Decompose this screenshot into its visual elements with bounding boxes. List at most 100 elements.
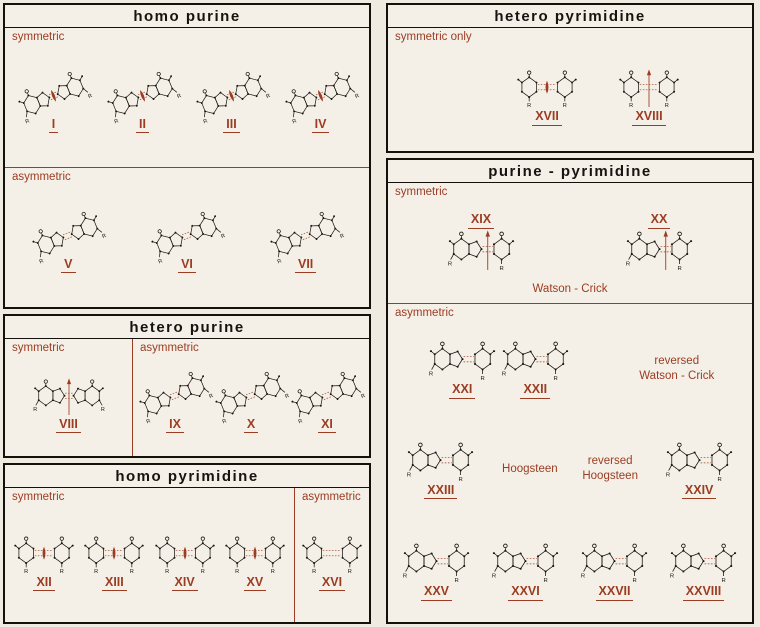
structure-numeral: XIV bbox=[171, 575, 198, 592]
base-pair-svg: RR bbox=[139, 371, 214, 425]
svg-text:R: R bbox=[492, 574, 496, 580]
svg-text:R: R bbox=[298, 418, 304, 425]
svg-text:R: R bbox=[146, 418, 152, 425]
section-label: symmetric bbox=[12, 342, 65, 354]
section-label: symmetric bbox=[12, 31, 65, 43]
structure-numeral: XXI bbox=[449, 382, 476, 399]
base-pair-svg: RR bbox=[502, 341, 568, 382]
svg-text:R: R bbox=[271, 569, 275, 575]
svg-text:R: R bbox=[176, 93, 182, 100]
svg-text:R: R bbox=[407, 472, 411, 478]
base-pair-svg: RR bbox=[106, 71, 182, 125]
structure-numeral: VII bbox=[294, 257, 317, 274]
svg-text:R: R bbox=[447, 261, 451, 267]
structure-numeral: XVIII bbox=[632, 109, 666, 126]
svg-text:R: R bbox=[403, 574, 407, 580]
structure-numeral: XIII bbox=[101, 575, 127, 592]
structure-numeral: XX bbox=[647, 212, 671, 229]
section-label: symmetric bbox=[395, 186, 448, 198]
base-pair-svg: RR bbox=[32, 211, 108, 265]
section-label: asymmetric bbox=[302, 491, 361, 503]
svg-text:R: R bbox=[60, 569, 64, 575]
base-pair-svg: RR bbox=[270, 211, 345, 265]
section-label: asymmetric bbox=[395, 307, 454, 319]
base-pair-svg: RR bbox=[151, 211, 226, 265]
structure-numeral: XVII bbox=[532, 109, 562, 126]
structure-numeral: III bbox=[223, 117, 240, 134]
structure-numeral: XXVI bbox=[508, 584, 543, 601]
base-pair-svg: RR bbox=[665, 442, 732, 483]
panel-title-purine-pyrimidine: purine - pyrimidine bbox=[388, 160, 752, 183]
panel-title-hetero-purine: hetero purine bbox=[5, 316, 369, 339]
svg-text:R: R bbox=[265, 93, 271, 100]
svg-text:R: R bbox=[527, 103, 531, 109]
svg-text:R: R bbox=[102, 233, 108, 240]
svg-text:R: R bbox=[339, 233, 345, 240]
svg-text:R: R bbox=[130, 569, 134, 575]
svg-text:R: R bbox=[165, 569, 169, 575]
base-pair-svg: RR bbox=[284, 71, 360, 125]
panel-title-hetero-pyrimidine: hetero pyrimidine bbox=[388, 5, 752, 28]
structure-numeral: XIX bbox=[467, 212, 495, 229]
section-label: symmetric bbox=[12, 491, 65, 503]
base-pair-svg: RR bbox=[17, 71, 93, 125]
base-pair-svg: RR bbox=[447, 229, 514, 271]
svg-text:R: R bbox=[158, 258, 164, 265]
structure-numeral: X bbox=[243, 417, 259, 434]
structure-numeral: XII bbox=[33, 575, 55, 592]
svg-text:R: R bbox=[581, 574, 585, 580]
svg-text:R: R bbox=[480, 376, 484, 382]
svg-text:R: R bbox=[113, 118, 119, 125]
structure-numeral: XV bbox=[243, 575, 267, 592]
base-pair-svg: RR bbox=[429, 341, 495, 382]
section-label: asymmetric bbox=[140, 342, 199, 354]
